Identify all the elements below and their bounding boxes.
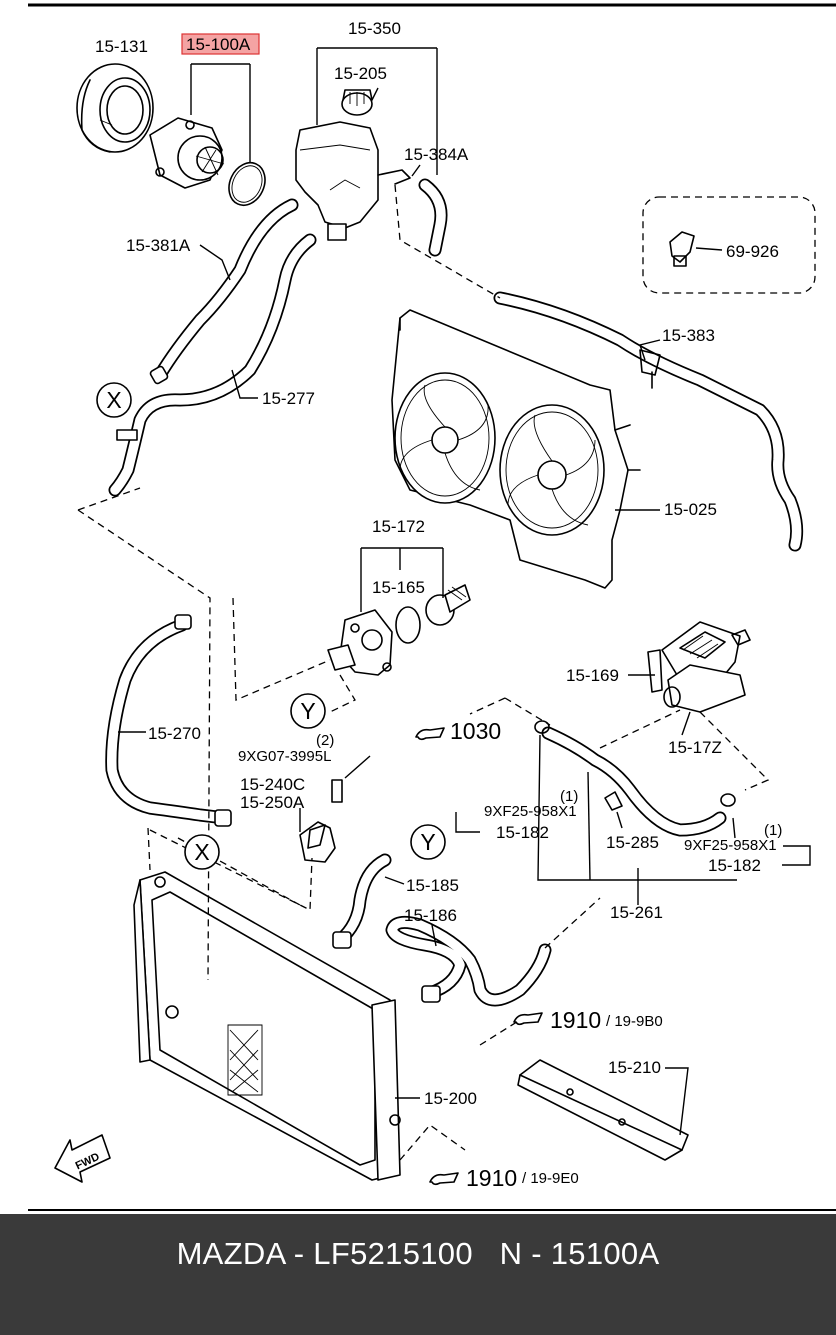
hose-15-277 — [108, 233, 317, 497]
label-15-182-a: 15-182 — [496, 823, 549, 842]
guide-lines — [77, 184, 770, 1161]
label-15-250a: 15-250A — [240, 793, 305, 812]
parts-diagram: X X Y Y 15-131 15-100A 15-350 15-205 15-… — [28, 3, 836, 1211]
label-15-100a: 15-100A — [186, 35, 251, 54]
water-pump-part — [149, 33, 266, 206]
label-9xf25-958x1-a: 9XF25-958X1 — [484, 803, 577, 820]
label-15-200: 15-200 — [424, 1089, 477, 1108]
water-outlet-part — [647, 621, 751, 713]
label-15-285: 15-285 — [606, 833, 659, 852]
label-15-210: 15-210 — [608, 1058, 661, 1077]
label-69-926: 69-926 — [726, 242, 779, 261]
bracket-15-240c — [299, 755, 371, 863]
label-15-17z: 15-17Z — [668, 738, 722, 757]
label-ref-1910-b: 1910 — [466, 1165, 517, 1191]
label-qty-1a: (1) — [560, 788, 578, 805]
svg-text:Y: Y — [300, 698, 315, 724]
label-15-383: 15-383 — [662, 326, 715, 345]
label-15-131: 15-131 — [95, 37, 148, 56]
label-9xf25-958x1-b: 9XF25-958X1 — [684, 837, 777, 854]
label-ref-19-9e0: / 19-9E0 — [522, 1170, 579, 1187]
footer-bar: MAZDA - LF5215100 N - 15100A — [0, 1214, 836, 1335]
label-9xg07-3995l: 9XG07-3995L — [238, 748, 331, 765]
svg-text:Y: Y — [420, 829, 435, 855]
radiator-seal-15-210 — [517, 1059, 689, 1161]
label-15-205: 15-205 — [334, 64, 387, 83]
label-15-172: 15-172 — [372, 517, 425, 536]
label-15-384a: 15-384A — [404, 145, 469, 164]
label-15-270: 15-270 — [148, 724, 201, 743]
hose-15-182 — [534, 720, 736, 837]
svg-text:X: X — [106, 387, 121, 413]
marker-y-right: Y — [410, 824, 446, 860]
marker-y-left: Y — [290, 693, 326, 729]
marker-x-bottom: X — [184, 834, 220, 870]
label-15-350: 15-350 — [348, 19, 401, 38]
label-15-169: 15-169 — [566, 666, 619, 685]
hose-15-384a — [418, 178, 448, 257]
label-ref-19-9b0: / 19-9B0 — [606, 1013, 663, 1030]
label-15-025: 15-025 — [664, 500, 717, 519]
label-15-165: 15-165 — [372, 578, 425, 597]
hose-15-185 — [332, 853, 392, 949]
label-15-381a: 15-381A — [126, 236, 191, 255]
hose-15-381a — [149, 198, 299, 385]
coolant-reservoir-part — [295, 47, 438, 241]
radiator-part — [133, 871, 401, 1181]
marker-x-top: X — [96, 382, 132, 418]
label-15-277: 15-277 — [262, 389, 315, 408]
hose-15-383 — [493, 291, 804, 552]
label-ref-1030: 1030 — [450, 718, 501, 744]
hose-15-270 — [105, 614, 232, 827]
leader-lines — [118, 87, 811, 1136]
label-15-185: 15-185 — [406, 876, 459, 895]
svg-text:X: X — [194, 839, 209, 865]
label-15-261: 15-261 — [610, 903, 663, 922]
fwd-arrow-icon — [54, 1134, 111, 1183]
part-number-caption: MAZDA - LF5215100 N - 15100A — [176, 1236, 660, 1271]
hose-15-186 — [385, 915, 552, 1007]
pulley-part — [76, 63, 154, 153]
label-qty-1b: (1) — [764, 822, 782, 839]
radiator-fan-assembly — [391, 309, 641, 589]
label-15-182-b: 15-182 — [708, 856, 761, 875]
label-15-240c: 15-240C — [240, 775, 305, 794]
label-qty-2: (2) — [316, 732, 334, 749]
thermostat-housing-part — [327, 547, 471, 676]
label-15-186: 15-186 — [404, 906, 457, 925]
label-ref-1910-a: 1910 — [550, 1007, 601, 1033]
detail-box-69-926 — [642, 196, 816, 294]
reference-book-icon — [415, 727, 543, 1186]
